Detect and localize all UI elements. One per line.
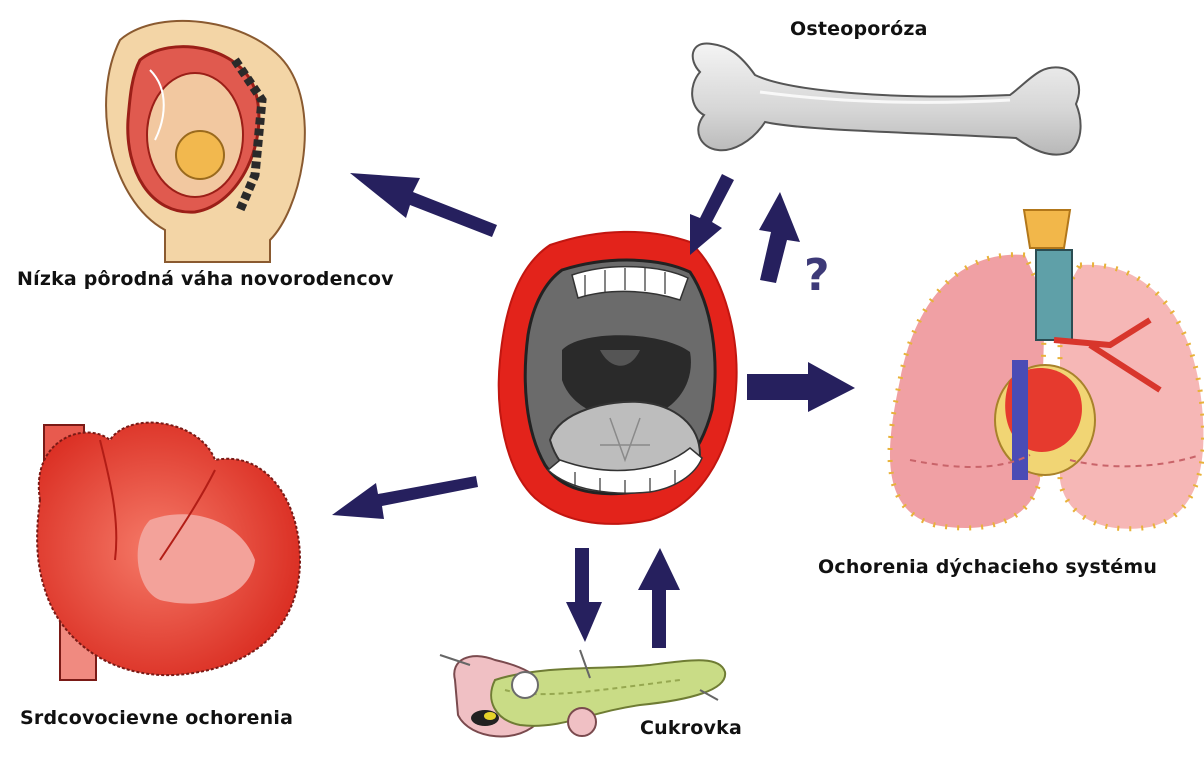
label-respiratory: Ochorenia dýchacieho systému [818, 556, 1157, 578]
arrow-bone-to-mouth [690, 174, 734, 255]
arrow-pancreas-to-mouth [566, 548, 602, 642]
uncertain-question-mark: ? [804, 250, 830, 301]
label-osteoporosis: Osteoporóza [790, 18, 928, 40]
arrow-mouth-to-bone [759, 192, 800, 283]
fetus-icon [106, 21, 305, 262]
arrow-mouth-to-pancreas [638, 548, 680, 648]
arrow-mouth-to-heart [332, 476, 478, 519]
arrow-mouth-to-low-birth-weight [350, 173, 497, 237]
arrow-mouth-to-lungs [747, 362, 855, 412]
label-cardiovascular: Srdcovocievne ochorenia [20, 707, 293, 729]
lungs-icon [890, 210, 1204, 529]
label-low-birth-weight: Nízka pôrodná váha novorodencov [17, 268, 394, 290]
bone-icon [692, 43, 1080, 154]
open-mouth-icon [499, 232, 737, 524]
label-diabetes: Cukrovka [640, 717, 742, 739]
heart-icon [37, 423, 300, 680]
